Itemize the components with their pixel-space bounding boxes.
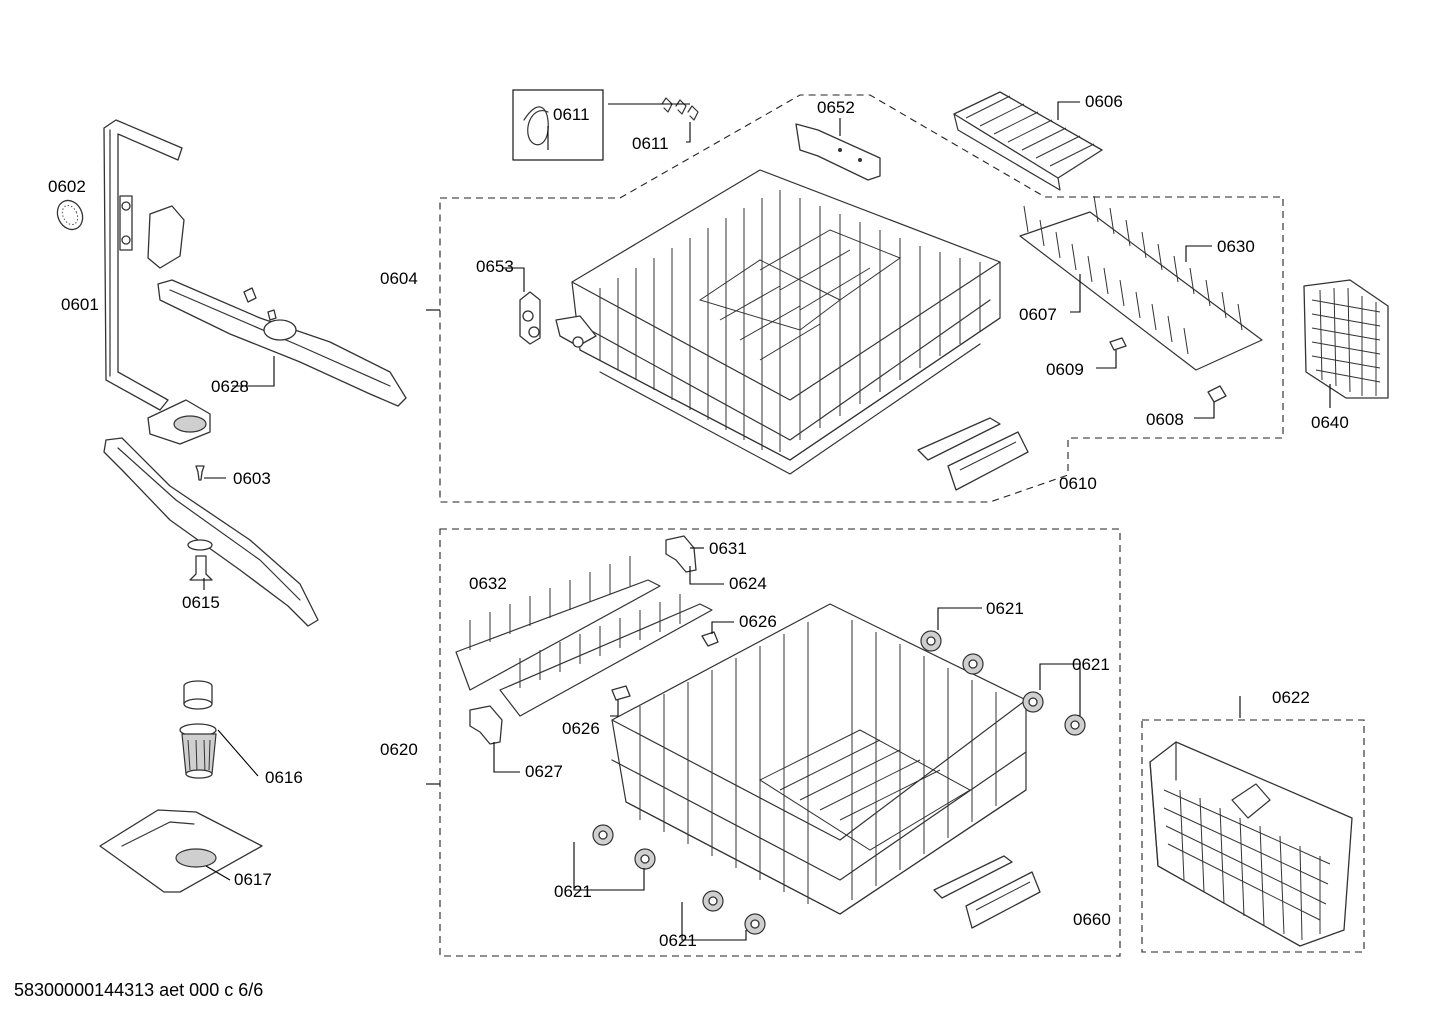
label-0628: 0628	[211, 377, 249, 396]
label-0601: 0601	[61, 295, 99, 314]
label-0610: 0610	[1059, 474, 1097, 493]
upper-rack-tines	[599, 190, 981, 452]
spray-arm-hub	[147, 399, 211, 445]
micro-filter-plate-0617	[99, 809, 263, 893]
label-0621-d: 0621	[659, 931, 697, 950]
water-supply-pipe-0601	[103, 119, 183, 411]
latch-0631	[665, 535, 697, 573]
label-0603: 0603	[233, 469, 271, 488]
label-0622: 0622	[1272, 688, 1310, 707]
handle-0660	[933, 855, 1041, 929]
cup-shelf-0606	[953, 91, 1103, 191]
upper-rack-group-boundary	[439, 94, 1284, 503]
label-0640: 0640	[1311, 413, 1349, 432]
clips-0611	[523, 97, 699, 146]
upper-spray-arm-0628	[147, 205, 407, 407]
clip-0626-lower	[611, 685, 631, 701]
handle-0610	[917, 417, 1029, 491]
bracket-0652	[795, 123, 881, 181]
label-0617: 0617	[234, 870, 272, 889]
cutlery-basket-group-boundary	[1141, 719, 1365, 953]
filter-cap-0602	[56, 199, 84, 231]
filter-cylinder-0616	[179, 680, 217, 779]
label-0616: 0616	[265, 768, 303, 787]
label-0621-b: 0621	[1072, 655, 1110, 674]
label-0630: 0630	[1217, 237, 1255, 256]
clip-0609	[1109, 337, 1127, 351]
label-0653: 0653	[476, 257, 514, 276]
tine-row-0607-0630	[1019, 195, 1263, 371]
label-0615: 0615	[182, 593, 220, 612]
lower-rack-0620	[611, 603, 1027, 915]
lower-rack-group-boundary	[439, 528, 1121, 957]
lower-rack-tines	[639, 620, 997, 904]
label-0626-b: 0626	[562, 719, 600, 738]
lower-spray-arm-0615	[103, 437, 319, 627]
label-0632: 0632	[469, 574, 507, 593]
cover-0640	[1303, 279, 1389, 399]
label-0611-inset: 0611	[553, 105, 590, 124]
part-0611-inset-box	[512, 89, 604, 161]
label-0602: 0602	[48, 177, 86, 196]
plate-rack-0632	[455, 556, 713, 717]
label-0652: 0652	[817, 98, 855, 117]
latch-0627	[469, 705, 503, 745]
label-0660: 0660	[1073, 910, 1111, 929]
label-0604: 0604	[380, 269, 418, 288]
document-id-footer: 58300000144313 aet 000 c 6/6	[14, 980, 264, 1000]
clip-0626-upper	[701, 631, 719, 647]
label-0608: 0608	[1146, 410, 1184, 429]
label-0624: 0624	[729, 574, 767, 593]
label-0606: 0606	[1085, 92, 1123, 111]
label-0607: 0607	[1019, 305, 1057, 324]
upper-rack-0604	[519, 169, 1001, 475]
label-0626-a: 0626	[739, 612, 777, 631]
label-0631: 0631	[709, 539, 747, 558]
label-0621-a: 0621	[986, 599, 1024, 618]
leader-lines	[203, 101, 1331, 941]
screw-0603	[195, 465, 205, 481]
label-0627: 0627	[525, 762, 563, 781]
cutlery-basket-0622	[1149, 741, 1353, 947]
label-0611: 0611	[632, 134, 669, 153]
clip-0608	[1207, 385, 1227, 403]
label-0620: 0620	[380, 740, 418, 759]
label-0621-c: 0621	[554, 882, 592, 901]
label-0609: 0609	[1046, 360, 1084, 379]
wheels-0621	[592, 630, 1086, 935]
